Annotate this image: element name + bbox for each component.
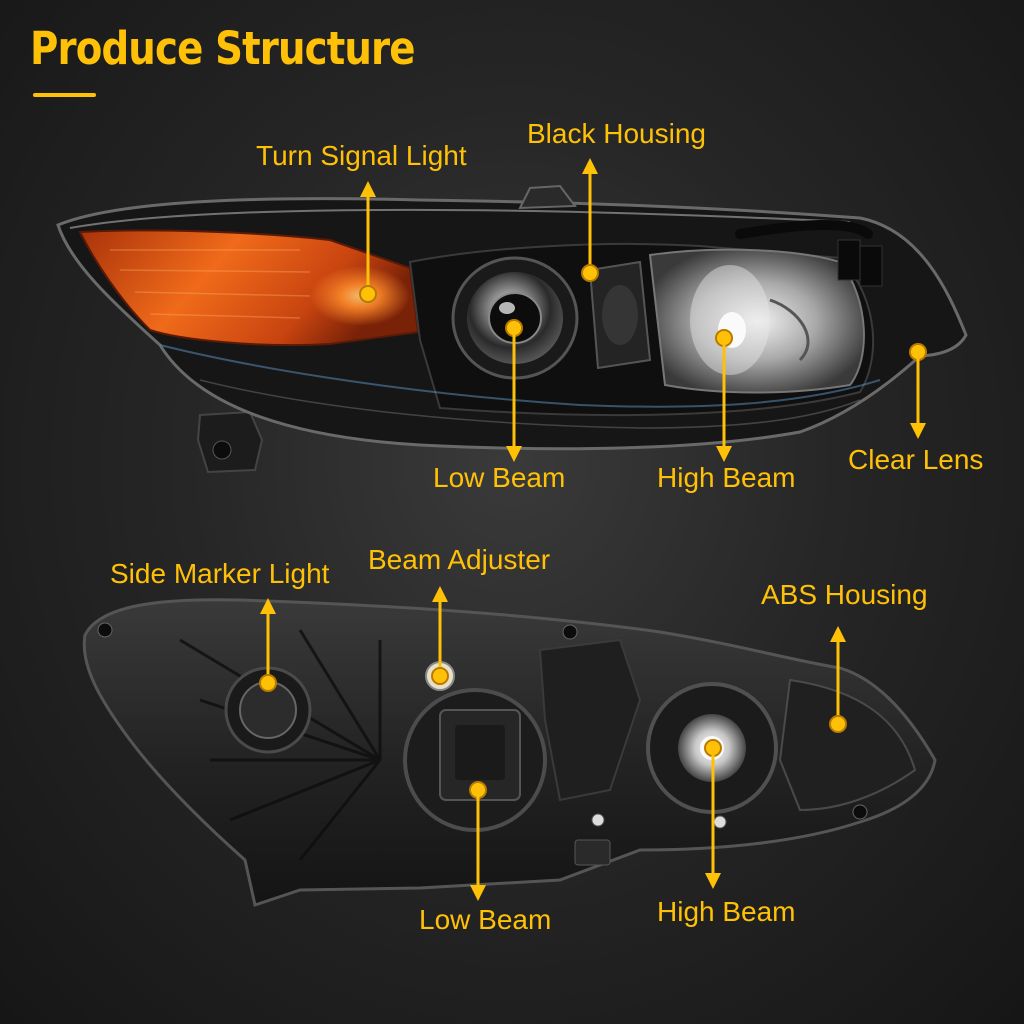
label-front-high-beam: High Beam bbox=[657, 462, 796, 493]
label-beam-adjuster: Beam Adjuster bbox=[368, 544, 551, 575]
callout-turn-signal bbox=[359, 181, 377, 303]
label-rear-high-beam: High Beam bbox=[657, 896, 796, 927]
callout-rear-low-beam bbox=[469, 781, 487, 901]
callout-abs-housing bbox=[829, 626, 847, 733]
rear-headlight bbox=[82, 598, 937, 907]
label-abs-housing: ABS Housing bbox=[761, 579, 928, 610]
callout-rear-high-beam bbox=[704, 739, 722, 889]
label-clear-lens: Clear Lens bbox=[848, 444, 984, 475]
callout-side-marker bbox=[259, 598, 277, 692]
label-black-housing: Black Housing bbox=[527, 118, 706, 149]
callout-beam-adjuster bbox=[431, 586, 449, 685]
callout-markers bbox=[259, 158, 927, 901]
callout-clear-lens bbox=[909, 343, 927, 439]
callout-front-low-beam bbox=[505, 319, 523, 462]
label-rear-low-beam: Low Beam bbox=[419, 904, 552, 935]
label-turn-signal-light: Turn Signal Light bbox=[256, 140, 467, 171]
label-front-low-beam: Low Beam bbox=[433, 462, 566, 493]
page-title: Produce Structure bbox=[30, 22, 416, 75]
callout-front-high-beam bbox=[715, 329, 733, 462]
callout-black-housing bbox=[581, 158, 599, 282]
label-side-marker-light: Side Marker Light bbox=[110, 558, 330, 589]
title-underline bbox=[33, 93, 96, 97]
